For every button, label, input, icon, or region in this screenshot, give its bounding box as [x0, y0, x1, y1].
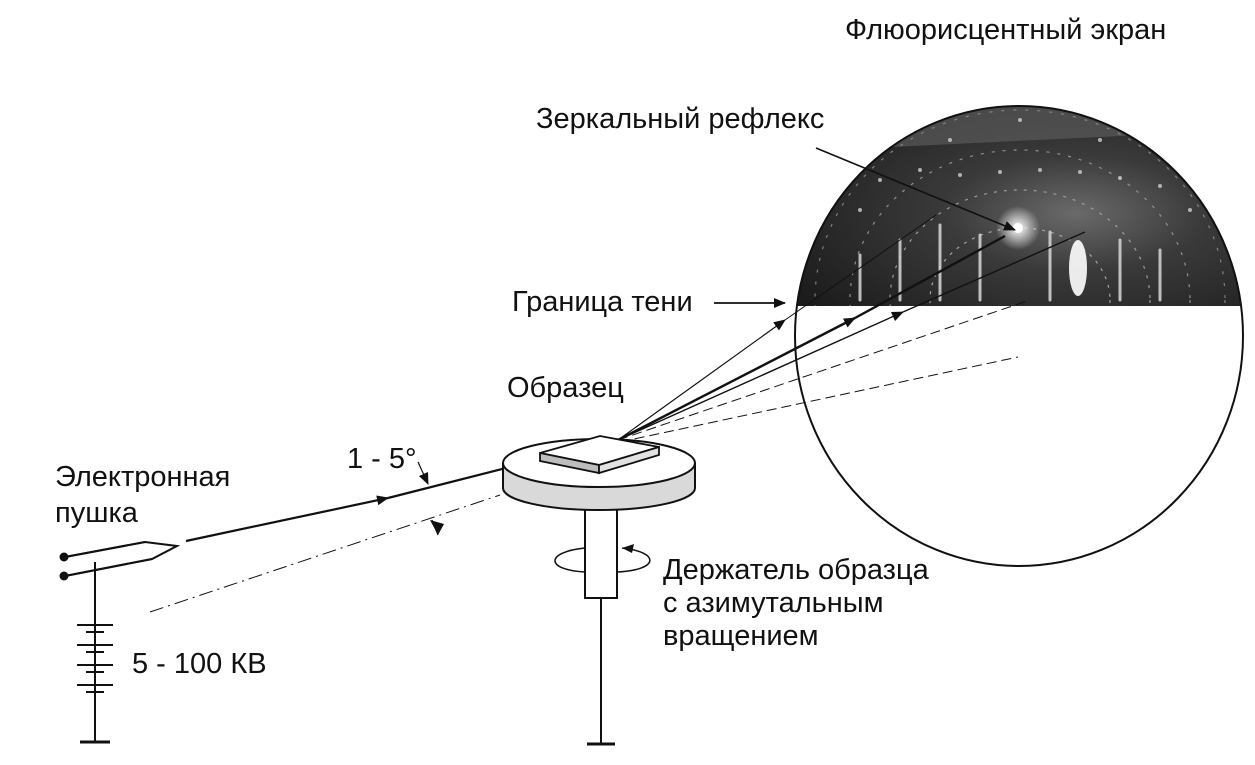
- holder-shaft: [584, 507, 618, 599]
- screen-label: Флюорисцентный экран: [845, 14, 1167, 46]
- diffracted-ray: [617, 311, 904, 441]
- electron-gun: [59, 540, 181, 615]
- holder-label-line1: Держатель образца: [663, 554, 929, 586]
- holder-label-line2: с азимутальным: [663, 587, 884, 619]
- sample: [539, 435, 660, 475]
- shadow-region: [795, 306, 1243, 566]
- battery: [77, 615, 113, 744]
- leader-arrows: [714, 147, 1016, 308]
- reference-line: [149, 494, 501, 613]
- angle-arrow-top: [417, 461, 429, 485]
- diffracted-beams: [617, 214, 1086, 443]
- voltage-label: 5 - 100 КВ: [132, 648, 267, 680]
- gun-label-line1: Электронная: [55, 461, 231, 493]
- fluorescent-screen: [794, 105, 1244, 567]
- gun-label-line2: пушка: [55, 497, 138, 529]
- specular-ray: [617, 316, 856, 442]
- specular-leader: [815, 147, 1016, 231]
- shadow-edge-ray: [617, 319, 786, 441]
- sample-holder: [502, 435, 696, 746]
- angle-label: 1 - 5°: [347, 443, 417, 475]
- screen-outline: [794, 105, 1244, 567]
- holder-label-line3: вращением: [663, 620, 819, 652]
- sample-label: Образец: [507, 372, 624, 404]
- shadow-edge-label: Граница тени: [512, 286, 693, 318]
- specular-label: Зеркальный рефлекс: [536, 103, 825, 135]
